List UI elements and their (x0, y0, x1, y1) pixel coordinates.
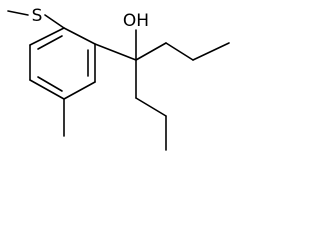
sulfur-atom-label: S (32, 6, 43, 26)
propyl-upper-bond-1 (135, 42, 167, 61)
ring-double-bond-2 (37, 76, 63, 92)
chemical-structure-diagram: S OH (7, 6, 230, 151)
structure-canvas: S OH (7, 6, 230, 151)
hydroxyl-atom-label: OH (123, 11, 149, 31)
ring-bond-6 (29, 27, 65, 46)
bond-s-ring (44, 14, 65, 29)
propyl-upper-bond-2 (165, 42, 194, 61)
ring-double-bond-3 (37, 35, 63, 50)
bond-methyl-s (7, 10, 29, 16)
ring-bond-4 (29, 79, 65, 100)
bond-ring-quaternary-carbon (94, 43, 137, 61)
ring-bond-3 (63, 81, 96, 100)
propyl-upper-bond-3 (192, 42, 230, 61)
ring-bond-1 (63, 27, 96, 45)
propyl-lower-bond-2 (135, 97, 167, 117)
